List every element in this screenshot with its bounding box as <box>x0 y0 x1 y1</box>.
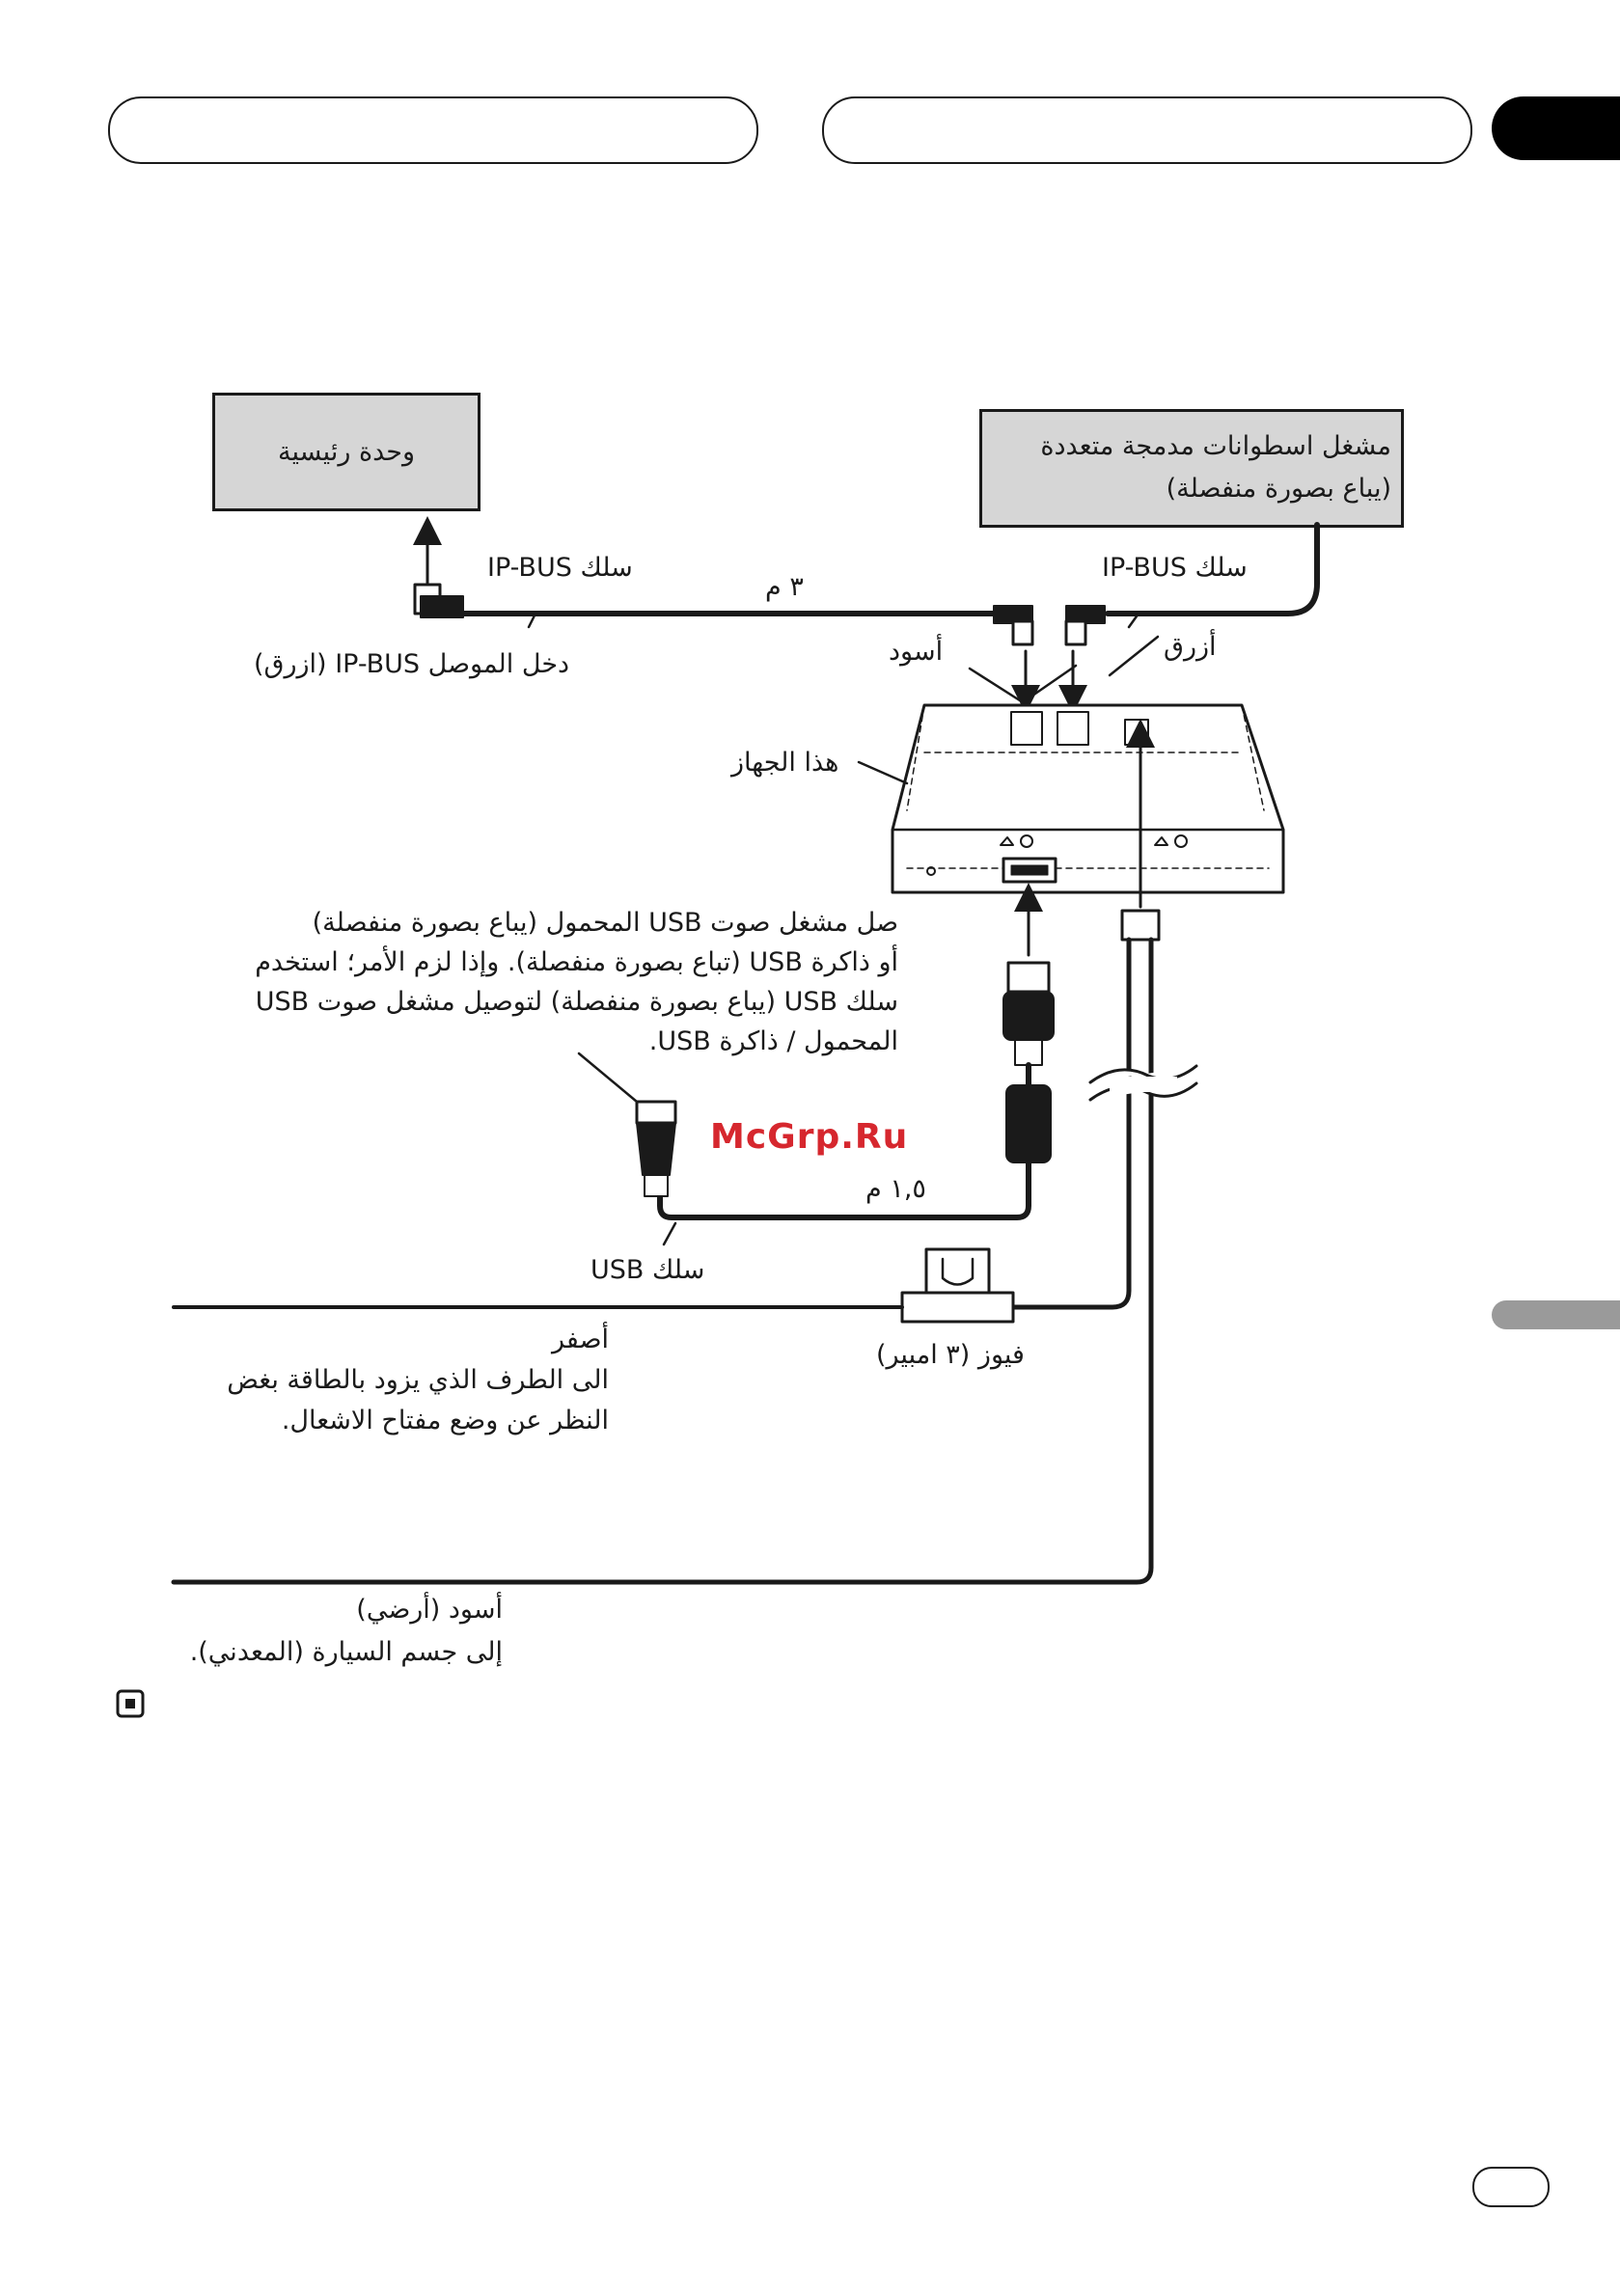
header-section-tab <box>1492 96 1620 160</box>
usb-cable <box>657 1062 1031 1220</box>
blue-label: أزرق <box>1164 632 1217 662</box>
header-pill-left <box>108 96 758 164</box>
usb-plug <box>1006 961 1051 994</box>
watermark: McGrp.Ru <box>710 1117 909 1157</box>
yellow-wire <box>1010 937 1132 1310</box>
head-unit-label: وحدة رئيسية <box>277 437 416 467</box>
this-unit-label: هذا الجهاز <box>731 748 839 778</box>
head-unit-box: وحدة رئيسية <box>212 393 481 511</box>
usb-female-end <box>635 1100 677 1125</box>
yellow-note-line2: الى الطرف الذي يزود بالطاقة بغض <box>227 1365 609 1395</box>
fuse-holder <box>900 1291 1015 1324</box>
usb-note-line3: سلك USB (يباع بصورة منفصلة) لتوصيل مشغل … <box>255 987 898 1017</box>
ipbus-cable-right <box>1105 522 1320 616</box>
multi-cd-label-line2: (يباع بصورة منفصلة) <box>1166 474 1391 504</box>
fuse-label: فيوز (٣ امبير) <box>876 1340 1025 1370</box>
header-pill-right <box>822 96 1472 164</box>
yellow-note-line1: أصفر <box>552 1325 609 1354</box>
cable-length-3m: ٣ م <box>765 572 804 602</box>
black-ground-wire <box>171 937 1154 1585</box>
usb-note-line1: صل مشغل صوت USB المحمول (يباع بصورة منفص… <box>312 908 898 938</box>
cable-length-15m: ١,٥ م <box>865 1174 926 1204</box>
usb-ferrite <box>1005 1084 1052 1163</box>
usb-note-line4: المحمول / ذاكرة USB. <box>648 1026 898 1056</box>
ipbus-cable-label-left: سلك IP-BUS <box>487 553 633 583</box>
ground-note-line1: أسود (أرضي) <box>356 1595 503 1625</box>
ground-note-line2: إلى جسم السيارة (المعدني). <box>189 1637 503 1667</box>
multi-cd-player-box: مشغل اسطوانات مدمجة متعددة (يباع بصورة م… <box>979 409 1404 528</box>
ipbus-cable-label-right: سلك IP-BUS <box>1102 553 1248 583</box>
usb-note-line2: أو ذاكرة USB (تباع بصورة منفصلة). وإذا ل… <box>255 947 898 977</box>
usb-cable-label: سلك USB <box>590 1255 705 1285</box>
black-label: أسود <box>889 637 944 667</box>
ipbus-input-label: دخل الموصل IP-BUS (ازرق) <box>254 649 570 679</box>
side-section-tab <box>1492 1300 1620 1329</box>
page-number-pill <box>1472 2167 1550 2207</box>
yellow-note-line3: النظر عن وضع مفتاح الاشعال. <box>281 1406 609 1435</box>
multi-cd-label-line1: مشغل اسطوانات مدمجة متعددة <box>1040 431 1391 461</box>
power-connector <box>1120 909 1161 942</box>
